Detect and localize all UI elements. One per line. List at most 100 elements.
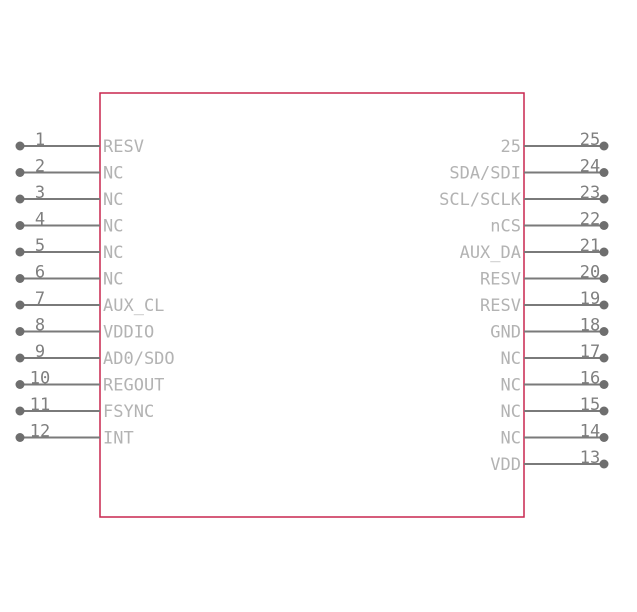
pin-number: 15 <box>580 395 600 415</box>
pin-number: 1 <box>35 130 45 150</box>
pin-name: 25 <box>501 137 521 157</box>
pin-number: 4 <box>35 210 45 230</box>
pin-number: 13 <box>580 448 600 468</box>
pin-end-dot <box>15 141 25 151</box>
pin-number: 9 <box>35 342 45 362</box>
pin-name: VDD <box>490 455 521 475</box>
pin-end-dot <box>599 168 609 177</box>
pin-number: 8 <box>35 316 45 336</box>
pin-name: VDDIO <box>103 323 154 343</box>
pin-end-dot <box>15 353 25 363</box>
pin-end-dot <box>15 274 25 283</box>
pin-end-dot <box>599 300 609 310</box>
pin-end-dot <box>599 141 609 151</box>
pin-number: 11 <box>30 395 50 415</box>
pin-5: 5 NC <box>15 236 123 263</box>
pin-number: 14 <box>580 422 600 442</box>
pin-13: 13 VDD <box>490 448 609 475</box>
pin-12: 12 INT <box>15 422 134 449</box>
pin-end-dot <box>599 194 609 204</box>
pin-end-dot <box>599 406 609 416</box>
pin-name: NC <box>501 376 521 396</box>
pin-11: 11 FSYNC <box>15 395 154 422</box>
pin-name: NC <box>501 429 521 449</box>
pin-18: 18 GND <box>490 316 609 343</box>
pin-end-dot <box>15 221 25 230</box>
pin-name: NC <box>501 349 521 369</box>
pin-end-dot <box>15 194 25 204</box>
pin-16: 16 NC <box>501 369 609 396</box>
pin-end-dot <box>599 274 609 283</box>
pin-10: 10 REGOUT <box>15 369 164 396</box>
pin-end-dot <box>599 433 609 442</box>
pin-14: 14 NC <box>501 422 609 449</box>
pin-name: SCL/SCLK <box>439 190 522 210</box>
pin-1: 1 RESV <box>15 130 144 157</box>
pin-number: 6 <box>35 263 45 283</box>
pin-end-dot <box>15 247 25 257</box>
pin-21: 21 AUX_DA <box>460 236 609 263</box>
pin-number: 5 <box>35 236 45 256</box>
pin-8: 8 VDDIO <box>15 316 154 343</box>
pin-name: SDA/SDI <box>449 164 521 184</box>
pin-name: GND <box>490 323 521 343</box>
pin-end-dot <box>15 300 25 310</box>
pin-name: AUX_DA <box>460 243 521 263</box>
pin-number: 22 <box>580 210 600 230</box>
pin-15: 15 NC <box>501 395 609 422</box>
pin-end-dot <box>15 327 25 336</box>
pin-end-dot <box>15 406 25 416</box>
pin-number: 3 <box>35 183 45 203</box>
pin-end-dot <box>599 353 609 363</box>
pin-name: AD0/SDO <box>103 349 175 369</box>
pin-name: NC <box>103 270 123 290</box>
pin-name: RESV <box>480 270 521 290</box>
pin-name: FSYNC <box>103 402 154 422</box>
right-pin-group: 252524SDA/SDI23SCL/SCLK22nCS21AUX_DA20RE… <box>439 130 609 475</box>
pin-end-dot <box>15 168 25 177</box>
pin-number: 24 <box>580 157 600 177</box>
pin-number: 18 <box>580 316 600 336</box>
pin-number: 16 <box>580 369 600 389</box>
pin-6: 6 NC <box>15 263 123 290</box>
pin-name: RESV <box>103 137 144 157</box>
pin-name: NC <box>103 190 123 210</box>
pin-17: 17 NC <box>501 342 609 369</box>
pin-name: RESV <box>480 296 521 316</box>
pin-number: 12 <box>30 422 50 442</box>
pin-end-dot <box>599 327 609 336</box>
pin-number: 2 <box>35 157 45 177</box>
pin-end-dot <box>15 433 25 442</box>
pin-name: REGOUT <box>103 376 164 396</box>
pin-25: 25 25 <box>501 130 609 157</box>
pin-3: 3 NC <box>15 183 123 210</box>
pin-number: 19 <box>580 289 600 309</box>
pin-name: NC <box>103 243 123 263</box>
pin-number: 25 <box>580 130 600 150</box>
pin-9: 9 AD0/SDO <box>15 342 175 369</box>
pin-23: 23 SCL/SCLK <box>439 183 609 210</box>
pin-number: 7 <box>35 289 45 309</box>
pin-name: INT <box>103 429 134 449</box>
pin-number: 21 <box>580 236 600 256</box>
pin-name: AUX_CL <box>103 296 164 316</box>
pin-number: 23 <box>580 183 600 203</box>
pin-24: 24 SDA/SDI <box>449 157 609 184</box>
pin-end-dot <box>599 459 609 469</box>
pin-number: 10 <box>30 369 50 389</box>
pin-name: NC <box>501 402 521 422</box>
pin-7: 7 AUX_CL <box>15 289 164 316</box>
pin-end-dot <box>15 380 25 389</box>
pin-number: 20 <box>580 263 600 283</box>
pin-name: nCS <box>490 217 521 237</box>
pin-22: 22 nCS <box>490 210 609 237</box>
pin-end-dot <box>599 221 609 230</box>
pin-number: 17 <box>580 342 600 362</box>
pin-20: 20 RESV <box>480 263 609 290</box>
pin-end-dot <box>599 380 609 389</box>
pin-19: 19 RESV <box>480 289 609 316</box>
